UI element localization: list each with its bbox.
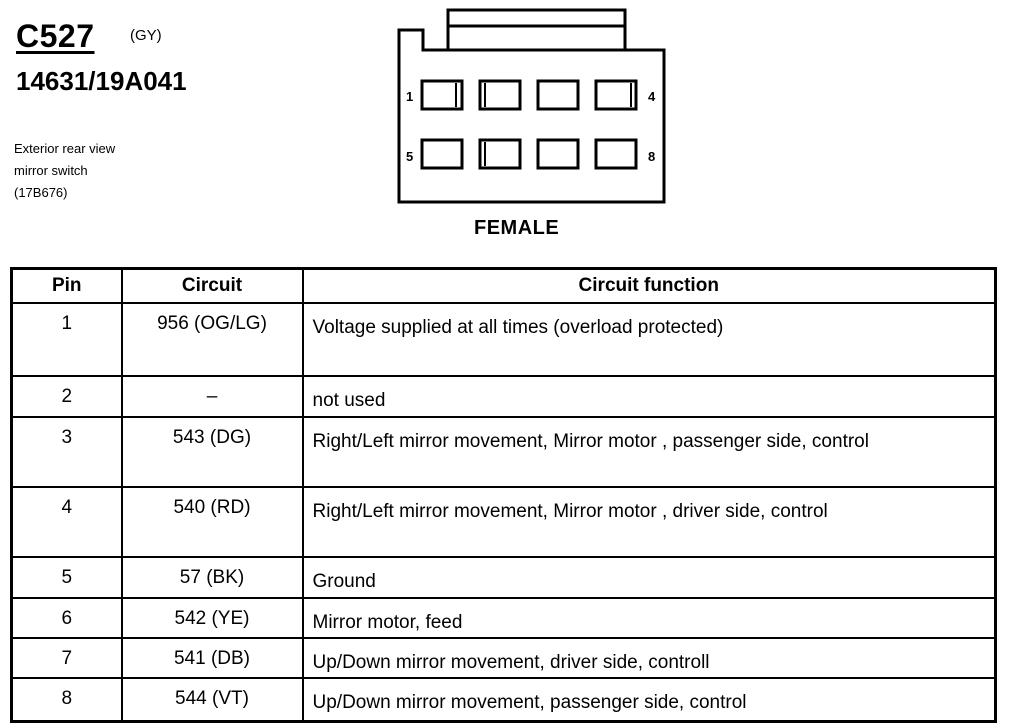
- table-row: 5 57 (BK) Ground: [10, 556, 997, 599]
- pin-cavity-2: [478, 79, 522, 111]
- part-number: 14631/19A041: [16, 66, 187, 96]
- function-cell: Right/Left mirror movement, Mirror motor…: [301, 416, 997, 488]
- column-header-circuit: Circuit: [120, 267, 304, 304]
- column-header-function: Circuit function: [301, 267, 997, 304]
- connector-face-diagram: 1 4 5 8: [397, 8, 666, 204]
- column-header-pin: Pin: [10, 267, 123, 304]
- connector-latch: [446, 8, 627, 52]
- table-row: 6 542 (YE) Mirror motor, feed: [10, 597, 997, 639]
- circuit-cell: –: [120, 375, 304, 418]
- pin-cavity-3: [536, 79, 580, 111]
- connector-housing: [397, 28, 666, 204]
- pin-cavity-7: [536, 138, 580, 170]
- circuit-cell: 543 (DG): [120, 416, 304, 488]
- pin-cavity-6: [478, 138, 522, 170]
- circuit-cell: 956 (OG/LG): [120, 302, 304, 377]
- table-row: 4 540 (RD) Right/Left mirror movement, M…: [10, 486, 997, 558]
- connector-description: Exterior rear view mirror switch (17B676…: [14, 138, 115, 204]
- function-cell: Ground: [301, 556, 997, 599]
- connector-gender-label: FEMALE: [474, 217, 560, 239]
- pin-cell: 8: [10, 677, 123, 723]
- table-row: 1 956 (OG/LG) Voltage supplied at all ti…: [10, 302, 997, 377]
- pin-cell: 6: [10, 597, 123, 639]
- pin-cavity-5: [420, 138, 464, 170]
- function-cell: Up/Down mirror movement, passenger side,…: [301, 677, 997, 723]
- connector-id: C527: [16, 18, 95, 54]
- pin-cell: 3: [10, 416, 123, 488]
- function-cell: Right/Left mirror movement, Mirror motor…: [301, 486, 997, 558]
- function-cell: Up/Down mirror movement, driver side, co…: [301, 637, 997, 679]
- circuit-cell: 542 (YE): [120, 597, 304, 639]
- pin-cell: 5: [10, 556, 123, 599]
- pin-cell: 7: [10, 637, 123, 679]
- description-line: Exterior rear view: [14, 141, 116, 156]
- table-row: 8 544 (VT) Up/Down mirror movement, pass…: [10, 677, 997, 723]
- pin-cell: 2: [10, 375, 123, 418]
- circuit-cell: 57 (BK): [120, 556, 304, 599]
- function-cell: Voltage supplied at all times (overload …: [301, 302, 997, 377]
- function-cell: not used: [301, 375, 997, 418]
- connector-color: (GY): [130, 27, 162, 44]
- pin-cavity-4: [594, 79, 638, 111]
- pin-cavity-8: [594, 138, 638, 170]
- circuit-cell: 540 (RD): [120, 486, 304, 558]
- circuit-cell: 541 (DB): [120, 637, 304, 679]
- table-row: 7 541 (DB) Up/Down mirror movement, driv…: [10, 637, 997, 679]
- description-line: (17B676): [14, 185, 68, 200]
- pinout-table: Pin Circuit Circuit function 1 956 (OG/L…: [10, 267, 997, 723]
- pin-label-4: 4: [648, 89, 656, 104]
- table-row: 2 – not used: [10, 375, 997, 418]
- pin-label-1: 1: [406, 89, 413, 104]
- table-row: 3 543 (DG) Right/Left mirror movement, M…: [10, 416, 997, 488]
- pin-label-8: 8: [648, 149, 655, 164]
- description-line: mirror switch: [14, 163, 88, 178]
- circuit-cell: 544 (VT): [120, 677, 304, 723]
- function-cell: Mirror motor, feed: [301, 597, 997, 639]
- table-header-row: Pin Circuit Circuit function: [10, 267, 997, 304]
- pin-cell: 4: [10, 486, 123, 558]
- pin-label-5: 5: [406, 149, 413, 164]
- pin-cell: 1: [10, 302, 123, 377]
